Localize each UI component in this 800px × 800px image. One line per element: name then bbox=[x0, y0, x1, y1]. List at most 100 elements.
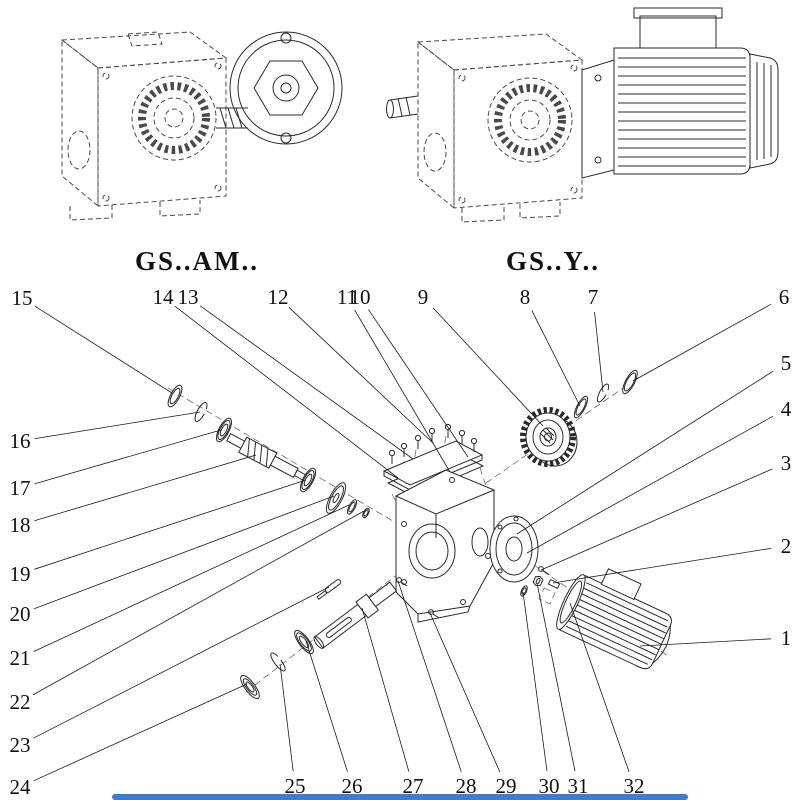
callout-label-31: 31 bbox=[568, 774, 589, 798]
callout-label-16: 16 bbox=[10, 429, 31, 453]
callout-label-6: 6 bbox=[779, 285, 790, 309]
part-31-plug bbox=[532, 575, 544, 587]
callout-label-1: 1 bbox=[781, 626, 792, 650]
callout-line-17 bbox=[34, 429, 222, 485]
part-23-key bbox=[324, 579, 342, 593]
input-gear-tick-ring bbox=[494, 84, 566, 156]
part-17-bearing bbox=[215, 417, 233, 443]
callout-line-12 bbox=[288, 306, 435, 445]
callout-line-8 bbox=[531, 310, 581, 407]
callout-label-10: 10 bbox=[350, 285, 371, 309]
callout-label-14: 14 bbox=[153, 285, 175, 309]
callout-line-1 bbox=[639, 638, 772, 647]
callout-label-28: 28 bbox=[456, 774, 477, 798]
part-18-worm-shaft bbox=[226, 433, 307, 481]
part-30-washer bbox=[520, 585, 528, 597]
callout-label-19: 19 bbox=[10, 562, 31, 586]
callout-label-4: 4 bbox=[781, 397, 792, 421]
part-15-ring bbox=[167, 384, 183, 408]
callout-line-9 bbox=[432, 307, 544, 427]
callout-label-24: 24 bbox=[10, 775, 32, 799]
callout-label-26: 26 bbox=[342, 774, 363, 798]
callout-label-11: 11 bbox=[337, 285, 357, 309]
motor-pilot-outline bbox=[538, 587, 556, 605]
gear-housing bbox=[395, 469, 495, 623]
callout-label-3: 3 bbox=[781, 451, 792, 475]
callout-label-2: 2 bbox=[781, 534, 792, 558]
callout-line-11 bbox=[354, 309, 451, 473]
callout-line-13 bbox=[199, 305, 414, 460]
callout-line-19 bbox=[34, 479, 307, 570]
cover-screws bbox=[388, 423, 478, 464]
model-label-gs-am: GS..AM.. bbox=[135, 246, 259, 276]
callout-line-22 bbox=[32, 510, 365, 696]
callout-line-5 bbox=[516, 370, 774, 535]
gearbox-gs-am-drawing bbox=[60, 31, 343, 221]
electric-motor-drawing bbox=[581, 7, 779, 179]
callout-label-15: 15 bbox=[12, 286, 33, 310]
callout-line-28 bbox=[397, 580, 462, 772]
callout-line-31 bbox=[536, 582, 576, 772]
callout-line-6 bbox=[632, 303, 772, 382]
gearbox-gs-y-drawing bbox=[386, 7, 779, 223]
bottom-scroll-indicator[interactable] bbox=[112, 794, 688, 800]
callout-label-32: 32 bbox=[624, 774, 645, 798]
part-8-ring bbox=[573, 395, 589, 419]
callout-line-30 bbox=[522, 591, 548, 772]
part-24-seal-ring bbox=[240, 674, 260, 700]
callout-label-21: 21 bbox=[10, 646, 31, 670]
output-shaft-stub bbox=[386, 95, 419, 119]
part-22-ring bbox=[362, 507, 370, 519]
callout-line-15 bbox=[34, 305, 173, 394]
exploded-view bbox=[167, 369, 672, 700]
output-shaft-stub bbox=[216, 107, 248, 129]
callout-label-23: 23 bbox=[10, 733, 31, 757]
motor-flange bbox=[556, 574, 586, 630]
output-flange-cover bbox=[489, 515, 539, 583]
model-label-gs-y: GS..Y.. bbox=[506, 246, 600, 276]
callout-line-10 bbox=[368, 309, 469, 458]
part-25-retaining-ring bbox=[270, 652, 286, 672]
callout-label-17: 17 bbox=[10, 476, 31, 500]
callout-label-12: 12 bbox=[268, 285, 289, 309]
callout-line-18 bbox=[34, 454, 257, 522]
callout-line-7 bbox=[594, 311, 604, 393]
motor-assembly bbox=[556, 568, 672, 670]
part-27-output-shaft bbox=[313, 581, 398, 649]
callout-label-9: 9 bbox=[418, 285, 429, 309]
callout-line-21 bbox=[33, 504, 350, 653]
callout-label-5: 5 bbox=[781, 351, 792, 375]
callout-label-27: 27 bbox=[403, 774, 424, 798]
shaft-pin bbox=[316, 590, 328, 600]
part-28-screw bbox=[396, 577, 408, 587]
callout-label-30: 30 bbox=[539, 774, 560, 798]
part-26-bearing bbox=[294, 629, 314, 655]
callout-label-25: 25 bbox=[285, 774, 306, 798]
callout-label-22: 22 bbox=[10, 690, 31, 714]
part-16-retaining-ring bbox=[194, 402, 208, 422]
callout-line-29 bbox=[429, 612, 501, 773]
callout-label-20: 20 bbox=[10, 602, 31, 626]
callout-line-16 bbox=[34, 411, 201, 440]
callout-line-4 bbox=[526, 415, 774, 554]
part-6-washer bbox=[622, 369, 638, 395]
part-9-worm-gear bbox=[520, 407, 578, 467]
callout-line-32 bbox=[569, 602, 630, 772]
part-3-screw bbox=[538, 566, 550, 575]
callout-line-3 bbox=[540, 468, 773, 571]
callout-line-24 bbox=[33, 683, 248, 782]
callout-line-20 bbox=[33, 495, 335, 610]
callout-label-13: 13 bbox=[178, 285, 199, 309]
mounting-flange bbox=[229, 31, 343, 145]
input-gear-tick-ring bbox=[138, 82, 210, 154]
callout-label-29: 29 bbox=[496, 774, 517, 798]
callout-line-23 bbox=[33, 586, 330, 739]
part-2-key bbox=[547, 578, 561, 590]
part-7-retaining-ring bbox=[596, 383, 610, 403]
callout-line-26 bbox=[305, 640, 348, 772]
callout-label-8: 8 bbox=[520, 285, 531, 309]
callout-line-14 bbox=[174, 305, 399, 479]
